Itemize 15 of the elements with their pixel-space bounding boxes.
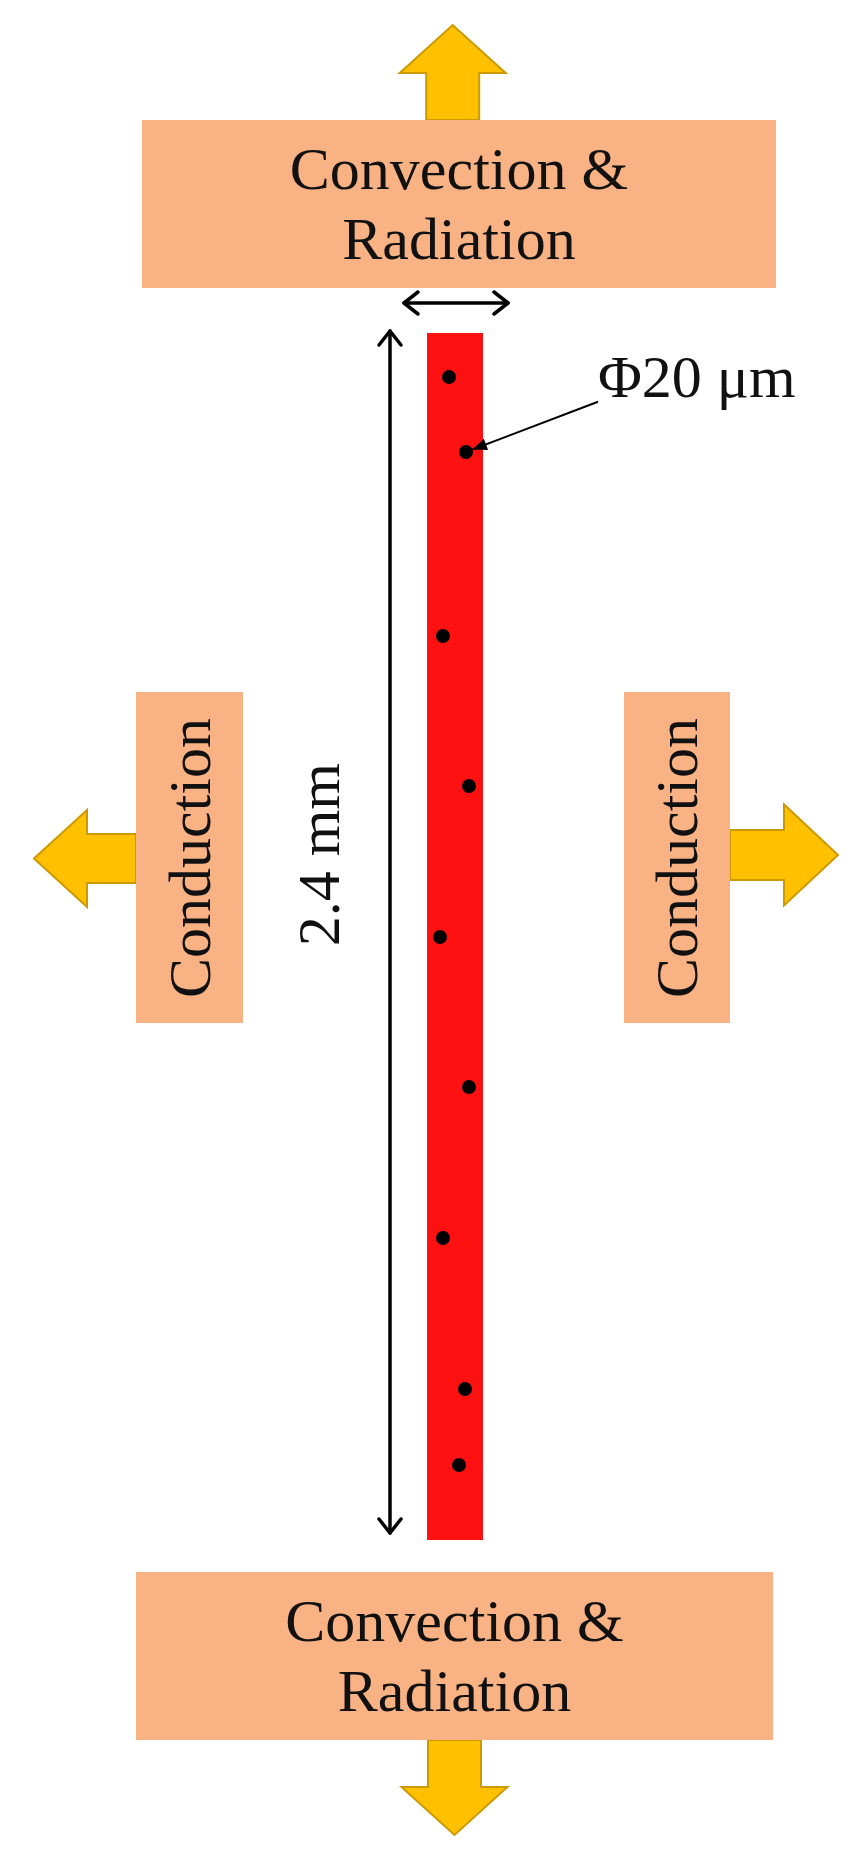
block-arrow	[398, 1739, 511, 1837]
block-arrow	[32, 807, 137, 910]
node-label: Conduction	[155, 717, 224, 998]
block-arrow	[397, 23, 509, 121]
leader-line	[471, 400, 599, 451]
process-box	[142, 120, 776, 288]
process-box	[624, 692, 730, 1023]
process-box	[136, 692, 243, 1023]
dimension-label: 2.4 mm	[285, 762, 353, 946]
node-label: Convection & Radiation	[284, 1587, 625, 1726]
process-box	[136, 1572, 773, 1740]
dimension-label: Φ20 μm	[598, 346, 796, 408]
block-arrow	[729, 802, 840, 908]
node-label: Conduction	[643, 717, 711, 998]
node-label: Convection & Radiation	[288, 135, 630, 274]
